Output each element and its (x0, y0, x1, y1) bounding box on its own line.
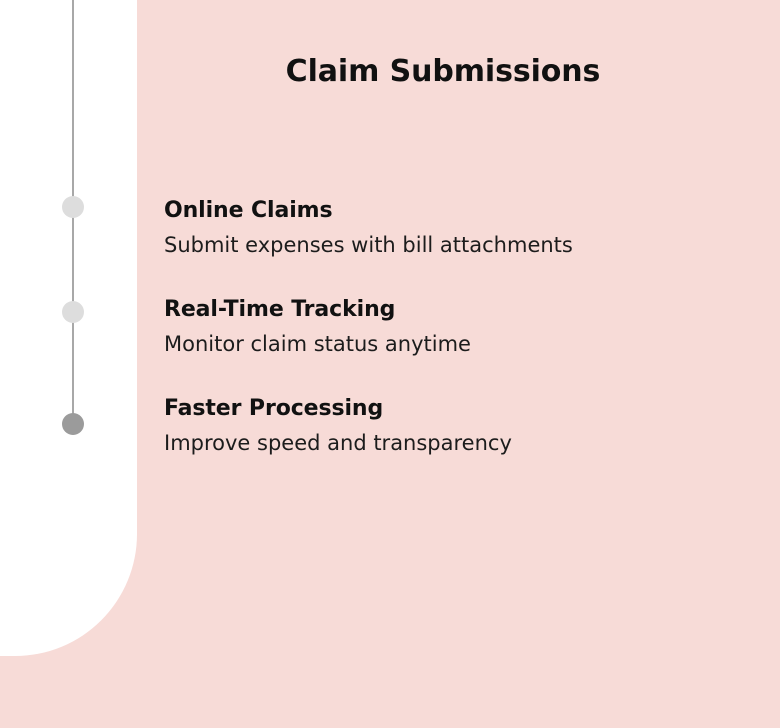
page-title: Claim Submissions (285, 54, 601, 89)
feature-heading-real-time-tracking: Real-Time Tracking (164, 297, 396, 322)
left-white-panel (0, 0, 137, 656)
list-item: Real-Time Tracking Monitor claim status … (164, 295, 744, 359)
list-item: Faster Processing Improve speed and tran… (164, 394, 744, 458)
list-item: Online Claims Submit expenses with bill … (164, 196, 744, 260)
feature-list: Online Claims Submit expenses with bill … (164, 196, 744, 458)
feature-description-online-claims: Submit expenses with bill attachments (164, 233, 573, 257)
timeline-dot-2[interactable] (62, 301, 84, 323)
timeline-dot-1[interactable] (62, 196, 84, 218)
feature-heading-online-claims: Online Claims (164, 198, 333, 223)
feature-description-real-time-tracking: Monitor claim status anytime (164, 332, 471, 356)
timeline-dot-3[interactable] (62, 413, 84, 435)
feature-description-faster-processing: Improve speed and transparency (164, 431, 512, 455)
feature-heading-faster-processing: Faster Processing (164, 396, 384, 421)
